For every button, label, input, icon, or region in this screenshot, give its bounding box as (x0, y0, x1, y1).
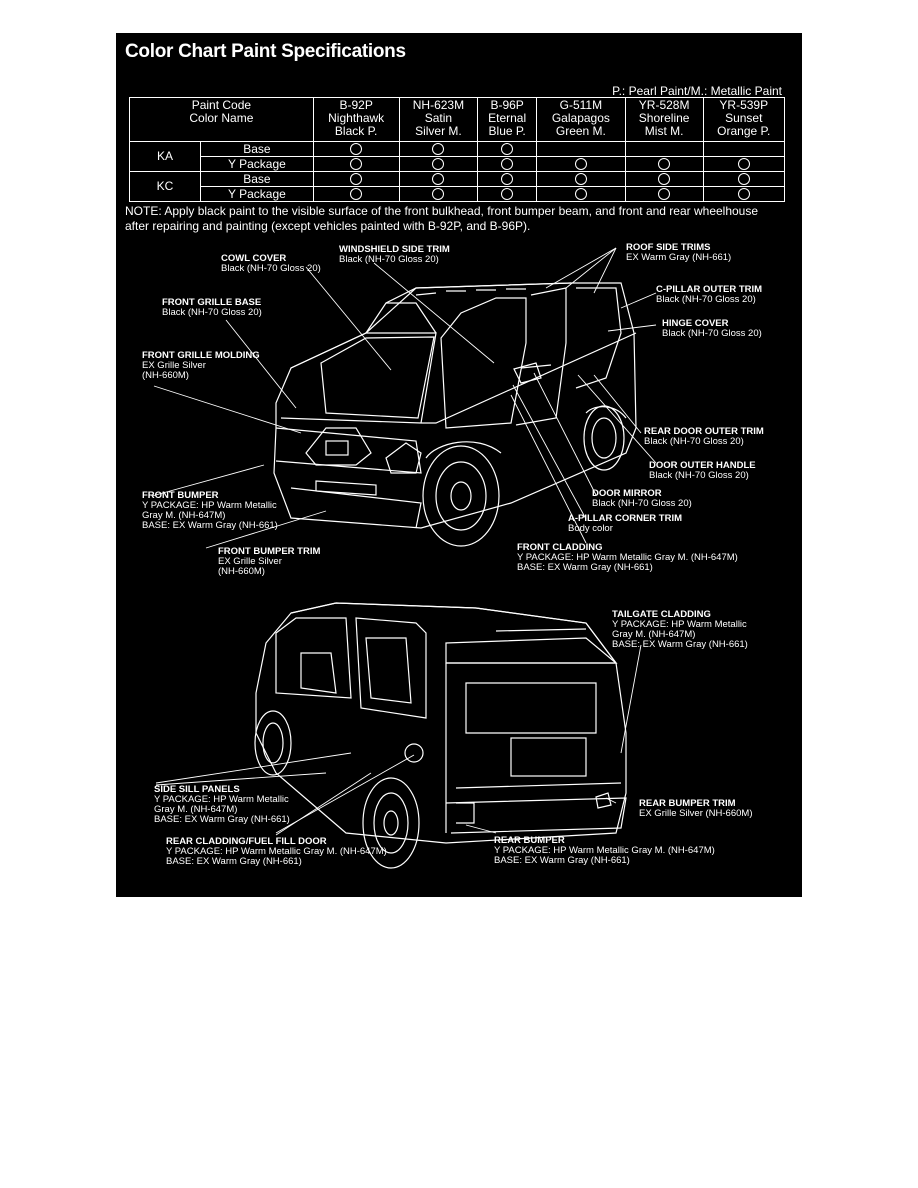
available-circle-icon (658, 188, 671, 201)
availability-cell (535, 186, 626, 202)
available-circle-icon (737, 158, 750, 171)
available-circle-icon (501, 158, 514, 171)
available-circle-icon (432, 173, 445, 186)
available-circle-icon (574, 188, 587, 201)
available-circle-icon (574, 173, 587, 186)
color-chart-panel: Color Chart Paint Specifications P.: Pea… (116, 33, 802, 897)
available-circle-icon (574, 158, 587, 171)
available-circle-icon (432, 143, 445, 156)
header-paint-code: Paint Code (191, 98, 252, 112)
availability-cell (398, 186, 479, 202)
available-circle-icon (432, 188, 445, 201)
availability-cell (477, 186, 537, 202)
available-circle-icon (350, 158, 363, 171)
front-vehicle-drawing (273, 282, 637, 547)
page-title: Color Chart Paint Specifications (125, 41, 406, 62)
model-cell: KA (129, 141, 201, 172)
available-circle-icon (501, 143, 514, 156)
availability-cell (312, 186, 400, 202)
header-color-name: Color Name (189, 111, 254, 125)
available-circle-icon (350, 188, 363, 201)
availability-cell (702, 186, 786, 202)
table-row: Y Package (130, 156, 786, 172)
available-circle-icon (501, 188, 514, 201)
available-circle-icon (737, 173, 750, 186)
rear-vehicle-drawing (254, 602, 627, 869)
available-circle-icon (501, 173, 514, 186)
leader-lines (151, 247, 657, 836)
available-circle-icon (658, 173, 671, 186)
availability-cell (535, 171, 626, 187)
model-cell: KC (129, 171, 201, 202)
available-circle-icon (350, 143, 363, 156)
header-label-cell: Paint Code Color Name (129, 97, 314, 142)
trim-cell: Y Package (200, 186, 314, 202)
table-row: Y Package (130, 186, 786, 202)
paint-legend: P.: Pearl Paint/M.: Metallic Paint (612, 84, 782, 98)
paint-note: NOTE: Apply black paint to the visible s… (125, 204, 759, 233)
available-circle-icon (432, 158, 445, 171)
available-circle-icon (658, 158, 671, 171)
available-circle-icon (737, 188, 750, 201)
vehicle-illustrations (151, 247, 657, 869)
available-circle-icon (350, 173, 363, 186)
